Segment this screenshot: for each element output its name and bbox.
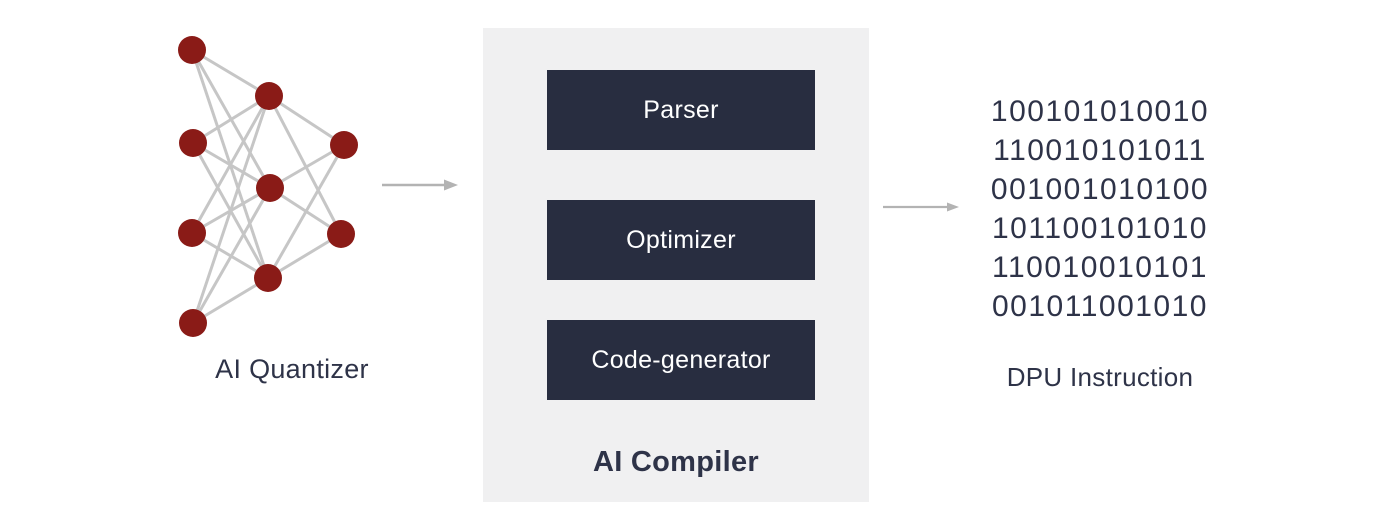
binary-line: 110010010101 bbox=[992, 251, 1208, 284]
network-node bbox=[179, 309, 207, 337]
binary-line: 100101010010 bbox=[990, 95, 1210, 128]
stage-box-code-generator: Code-generator bbox=[547, 320, 815, 400]
network-node bbox=[178, 219, 206, 247]
dpu-instruction-label: DPU Instruction bbox=[1006, 362, 1194, 392]
network-edge bbox=[267, 95, 343, 235]
ai-compiler-panel: Parser Optimizer Code-generator AI Compi… bbox=[483, 28, 869, 502]
network-node bbox=[179, 129, 207, 157]
stage-box-parser: Parser bbox=[547, 70, 815, 150]
stage-label-code-generator: Code-generator bbox=[591, 345, 771, 374]
binary-line: 101100101010 bbox=[992, 212, 1208, 245]
flow-arrow-left bbox=[382, 179, 458, 191]
stage-label-optimizer: Optimizer bbox=[626, 225, 736, 254]
network-edge bbox=[191, 95, 271, 324]
network-node bbox=[255, 82, 283, 110]
network-node bbox=[256, 174, 284, 202]
network-edge bbox=[191, 48, 270, 98]
network-edge bbox=[190, 95, 271, 234]
binary-line: 110010101011 bbox=[993, 134, 1207, 167]
network-edge bbox=[267, 232, 342, 280]
network-edge bbox=[192, 94, 270, 145]
network-edge bbox=[192, 276, 269, 325]
compiler-label: AI Compiler bbox=[592, 446, 760, 478]
binary-line: 001011001010 bbox=[992, 290, 1208, 323]
network-edge bbox=[268, 94, 345, 147]
network-node bbox=[327, 220, 355, 248]
quantizer-label: AI Quantizer bbox=[215, 354, 369, 384]
network-node bbox=[178, 36, 206, 64]
network-edge bbox=[191, 187, 272, 324]
flow-arrow-right bbox=[883, 202, 959, 212]
stage-label-parser: Parser bbox=[643, 95, 719, 124]
dpu-instruction-group: 100101010010 110010101011 001001010100 1… bbox=[985, 92, 1215, 393]
stage-box-optimizer: Optimizer bbox=[547, 200, 815, 280]
network-edge bbox=[266, 144, 346, 279]
network-edge bbox=[269, 143, 345, 190]
binary-line: 001001010100 bbox=[990, 173, 1210, 206]
neural-network-graphic bbox=[178, 36, 358, 337]
network-node bbox=[254, 264, 282, 292]
network-node bbox=[330, 131, 358, 159]
